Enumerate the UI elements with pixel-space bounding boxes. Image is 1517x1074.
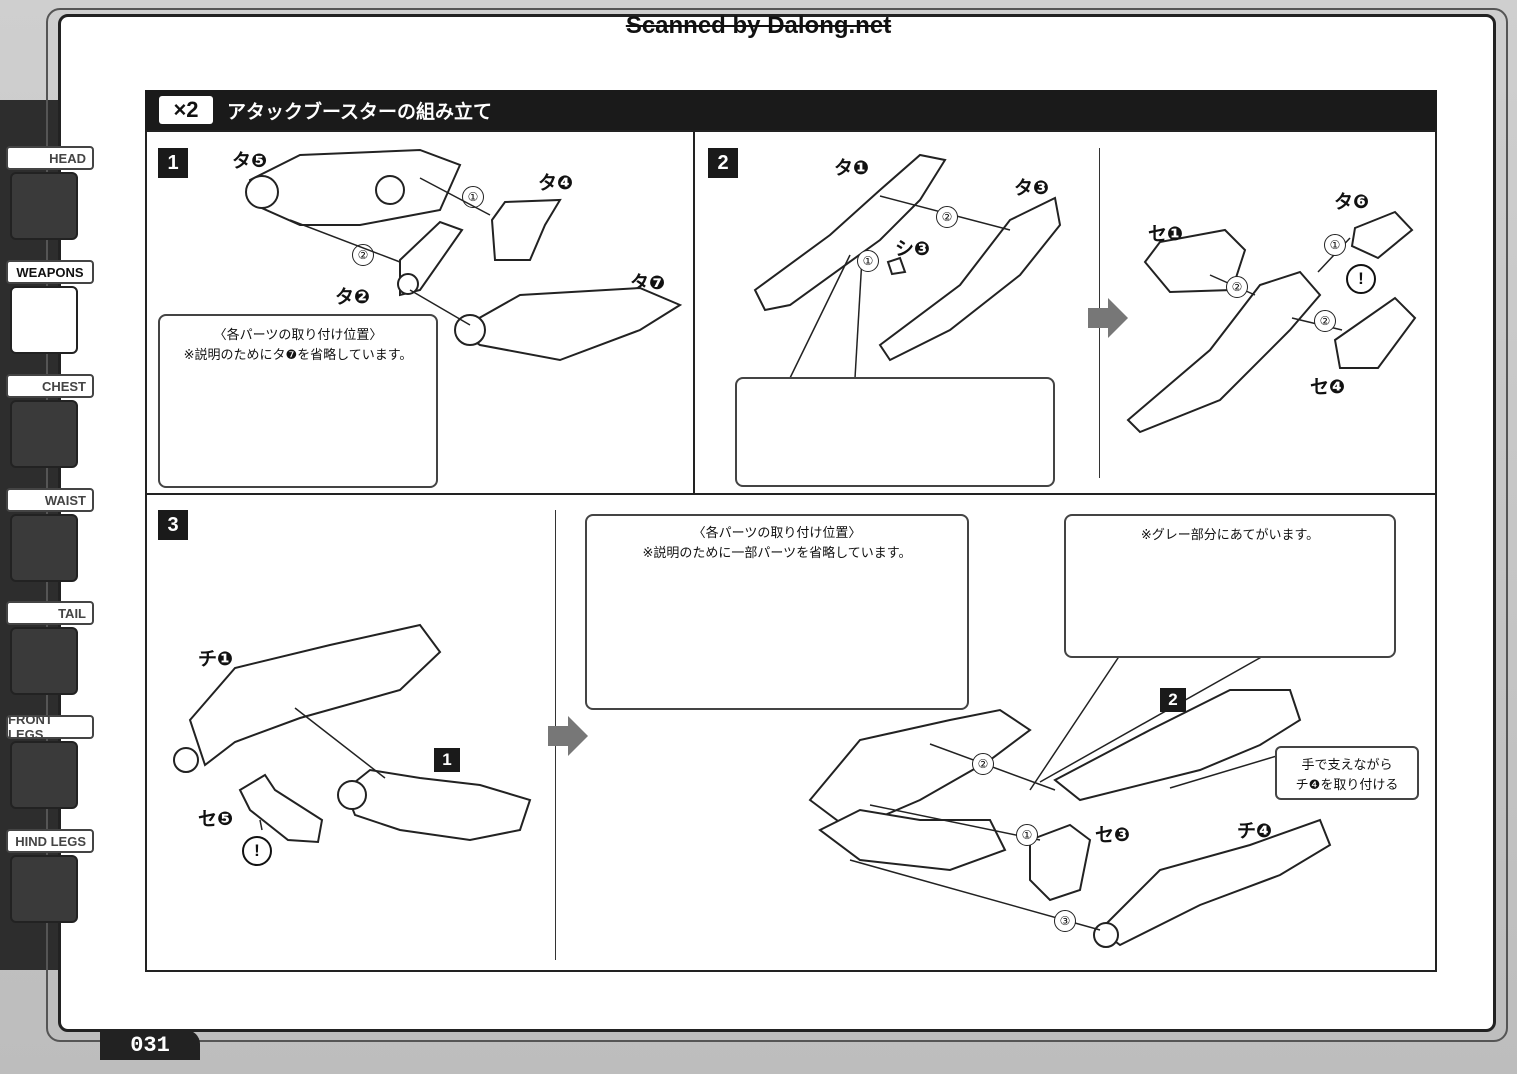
step-number: 1 [158, 148, 188, 178]
order-marker: ② [1314, 310, 1336, 332]
order-marker: ① [1016, 824, 1038, 846]
part-label: タ❸ [1014, 177, 1050, 199]
callout-line: チ❹を取り付ける [1295, 778, 1399, 793]
part-label: セ❺ [198, 808, 234, 830]
part-label: タ❶ [834, 157, 870, 179]
part-label: セ❸ [1095, 824, 1131, 846]
part-label: セ❹ [1310, 376, 1346, 398]
tail-icon [10, 627, 78, 695]
head-icon [10, 172, 78, 240]
note-text: ※説明のために一部パーツを省略しています。 [642, 546, 912, 561]
order-marker: ① [1324, 234, 1346, 256]
callout-line: 手で支えながら [1301, 758, 1393, 773]
part-label: タ❺ [232, 150, 268, 172]
watermark: Scanned by Dalong.net [625, 12, 892, 39]
front-legs-icon [10, 741, 78, 809]
part-label: タ❹ [538, 172, 574, 194]
step-reference: 2 [1160, 688, 1186, 712]
chest-icon [10, 400, 78, 468]
section-title-bar: ×2 アタックブースターの組み立て [145, 90, 1437, 130]
detail-box [735, 377, 1055, 487]
order-marker: ① [857, 250, 879, 272]
order-marker: ② [936, 206, 958, 228]
warning-icon: ! [1346, 264, 1376, 294]
tab-hind-legs[interactable]: HIND LEGS [6, 829, 94, 853]
note-text: ※説明のためにタ❼を省略しています。 [183, 348, 413, 363]
step-number: 2 [708, 148, 738, 178]
step-reference: 1 [434, 748, 460, 772]
part-label: チ❹ [1237, 820, 1273, 842]
part-label: タ❷ [335, 286, 371, 308]
order-marker: ② [972, 753, 994, 775]
tab-weapons[interactable]: WEAPONS [6, 260, 94, 284]
warning-icon: ! [242, 836, 272, 866]
tab-tail[interactable]: TAIL [6, 601, 94, 625]
note-text: ※グレー部分にあてがいます。 [1140, 528, 1320, 543]
part-label: チ❶ [198, 648, 234, 670]
tab-waist[interactable]: WAIST [6, 488, 94, 512]
note-box: ※グレー部分にあてがいます。 [1064, 514, 1396, 658]
row-divider [145, 493, 1437, 495]
callout-box: 手で支えながら チ❹を取り付ける [1275, 746, 1419, 800]
step-number: 3 [158, 510, 188, 540]
order-marker: ③ [1054, 910, 1076, 932]
part-label: タ❻ [1334, 191, 1370, 213]
multiplier-badge: ×2 [159, 96, 213, 124]
page-number: 031 [100, 1030, 200, 1060]
note-box: 〈各パーツの取り付け位置〉 ※説明のために一部パーツを省略しています。 [585, 514, 969, 710]
part-label: シ❸ [895, 238, 931, 260]
note-title: 〈各パーツの取り付け位置〉 [692, 526, 862, 541]
column-divider [693, 130, 695, 494]
waist-icon [10, 514, 78, 582]
instruction-grid [145, 130, 1437, 972]
tab-front-legs[interactable]: FRONT LEGS [6, 712, 94, 742]
section-title: アタックブースターの組み立て [227, 100, 493, 123]
hind-legs-icon [10, 855, 78, 923]
weapons-icon [10, 286, 78, 354]
order-marker: ② [1226, 276, 1248, 298]
note-box: 〈各パーツの取り付け位置〉 ※説明のためにタ❼を省略しています。 [158, 314, 438, 488]
tab-head[interactable]: HEAD [6, 146, 94, 170]
note-title: 〈各パーツの取り付け位置〉 [213, 328, 383, 343]
part-label: セ❶ [1148, 223, 1184, 245]
tab-chest[interactable]: CHEST [6, 374, 94, 398]
